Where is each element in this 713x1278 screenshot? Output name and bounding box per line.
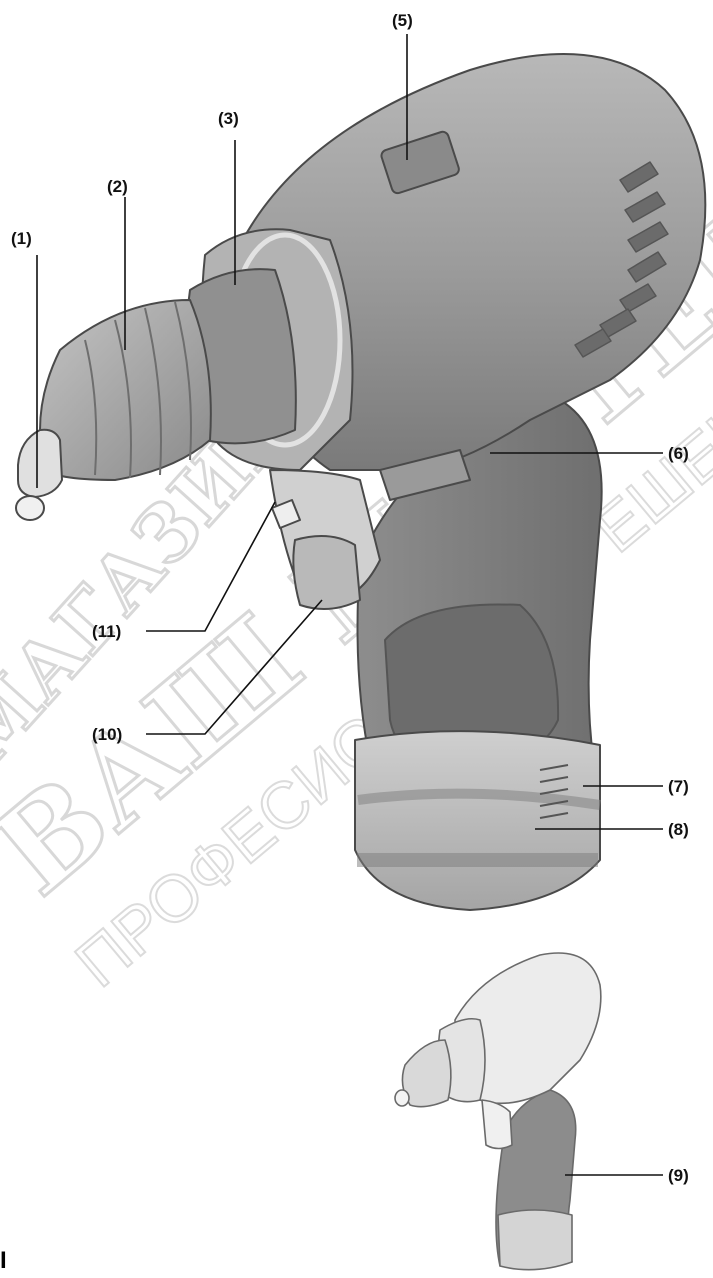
- label-11: (11): [92, 622, 121, 641]
- label-9: (9): [668, 1166, 689, 1185]
- small-battery: [497, 1209, 573, 1271]
- direction-switch: [380, 130, 460, 195]
- trigger: [292, 535, 361, 610]
- chuck-nose: [17, 428, 63, 498]
- side-slider: [379, 449, 471, 501]
- label-7: (7): [668, 777, 689, 796]
- label-2: (2): [107, 177, 128, 196]
- leader-lines: [36, 34, 663, 1176]
- label-10: (10): [92, 725, 122, 744]
- small-drill: [394, 952, 602, 1271]
- small-trigger: [481, 1099, 513, 1150]
- label-8: (8): [668, 820, 689, 839]
- label-6: (6): [668, 444, 689, 463]
- battery-pack: [354, 730, 601, 911]
- main-drill: [15, 53, 707, 911]
- label-3: (3): [218, 109, 239, 128]
- callout-labels: (1) (2) (3) (5) (6) (7) (8) (9) (10) (11…: [11, 11, 689, 1185]
- rear-vents: [574, 161, 669, 358]
- work-light: [271, 499, 301, 529]
- corner-mark: I: [0, 1247, 7, 1274]
- label-1: (1): [11, 229, 32, 248]
- label-5: (5): [392, 11, 413, 30]
